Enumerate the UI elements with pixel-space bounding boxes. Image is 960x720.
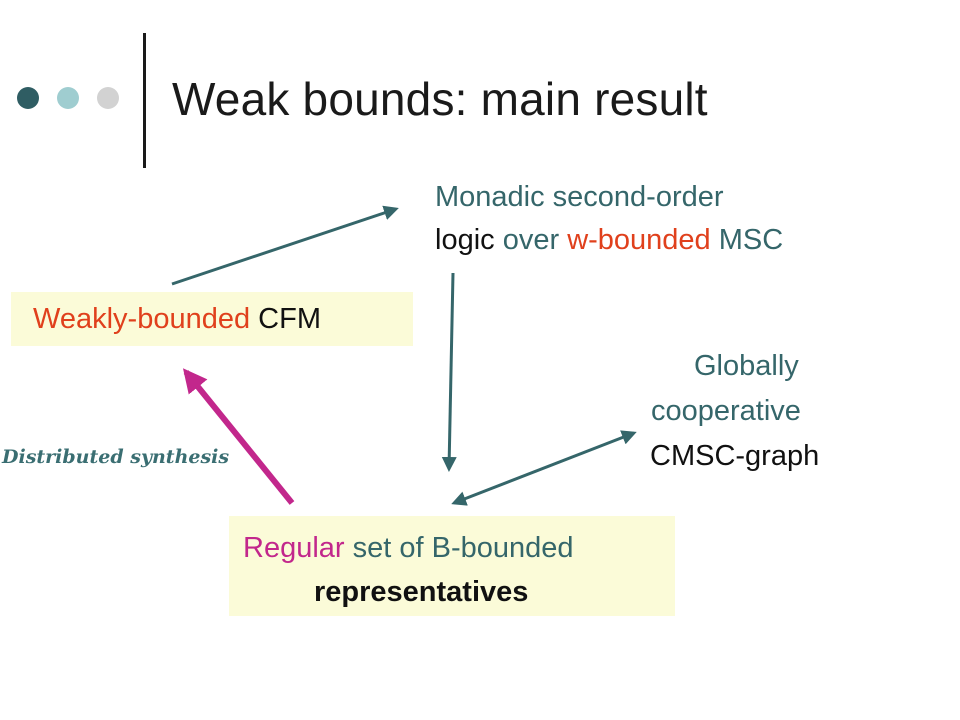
regular-line1: Regular set of B-bounded bbox=[243, 530, 574, 566]
mso-over-text: over bbox=[494, 224, 568, 256]
title-dot-dark bbox=[17, 87, 39, 109]
cfm-label: Weakly-bounded CFM bbox=[33, 301, 321, 337]
cfm-box bbox=[11, 292, 413, 346]
globally-line3: CMSC-graph bbox=[650, 440, 820, 472]
mso-line2: logic over w-bounded MSC bbox=[435, 222, 783, 258]
mso-msc-text: MSC bbox=[710, 224, 784, 256]
cfm-cfm-text: CFM bbox=[250, 303, 321, 335]
globally-line1: Globally bbox=[694, 350, 799, 382]
regular-bbounded-text: set of B-bounded bbox=[344, 532, 574, 564]
cfm-weakly-bounded-text: Weakly-bounded bbox=[33, 303, 251, 335]
globally-line2: cooperative bbox=[651, 395, 801, 427]
title-divider bbox=[143, 33, 146, 168]
mso-wbounded-text: w-bounded bbox=[567, 224, 711, 256]
distributed-synthesis-label: Distributed synthesis bbox=[2, 446, 230, 468]
arrow-regular-globally bbox=[451, 430, 637, 506]
slide-title: Weak bounds: main result bbox=[172, 73, 708, 125]
arrow-synthesis bbox=[182, 368, 295, 505]
title-dot-grey bbox=[97, 87, 119, 109]
arrow-mso-to-regular bbox=[441, 272, 457, 472]
mso-line1: Monadic second-order bbox=[435, 181, 724, 213]
regular-regular-text: Regular bbox=[243, 532, 345, 564]
mso-logic-text: logic bbox=[435, 224, 495, 256]
regular-box bbox=[229, 516, 675, 616]
arrow-cfm-to-mso bbox=[171, 205, 399, 286]
title-dot-light bbox=[57, 87, 79, 109]
regular-line2: representatives bbox=[314, 576, 529, 608]
